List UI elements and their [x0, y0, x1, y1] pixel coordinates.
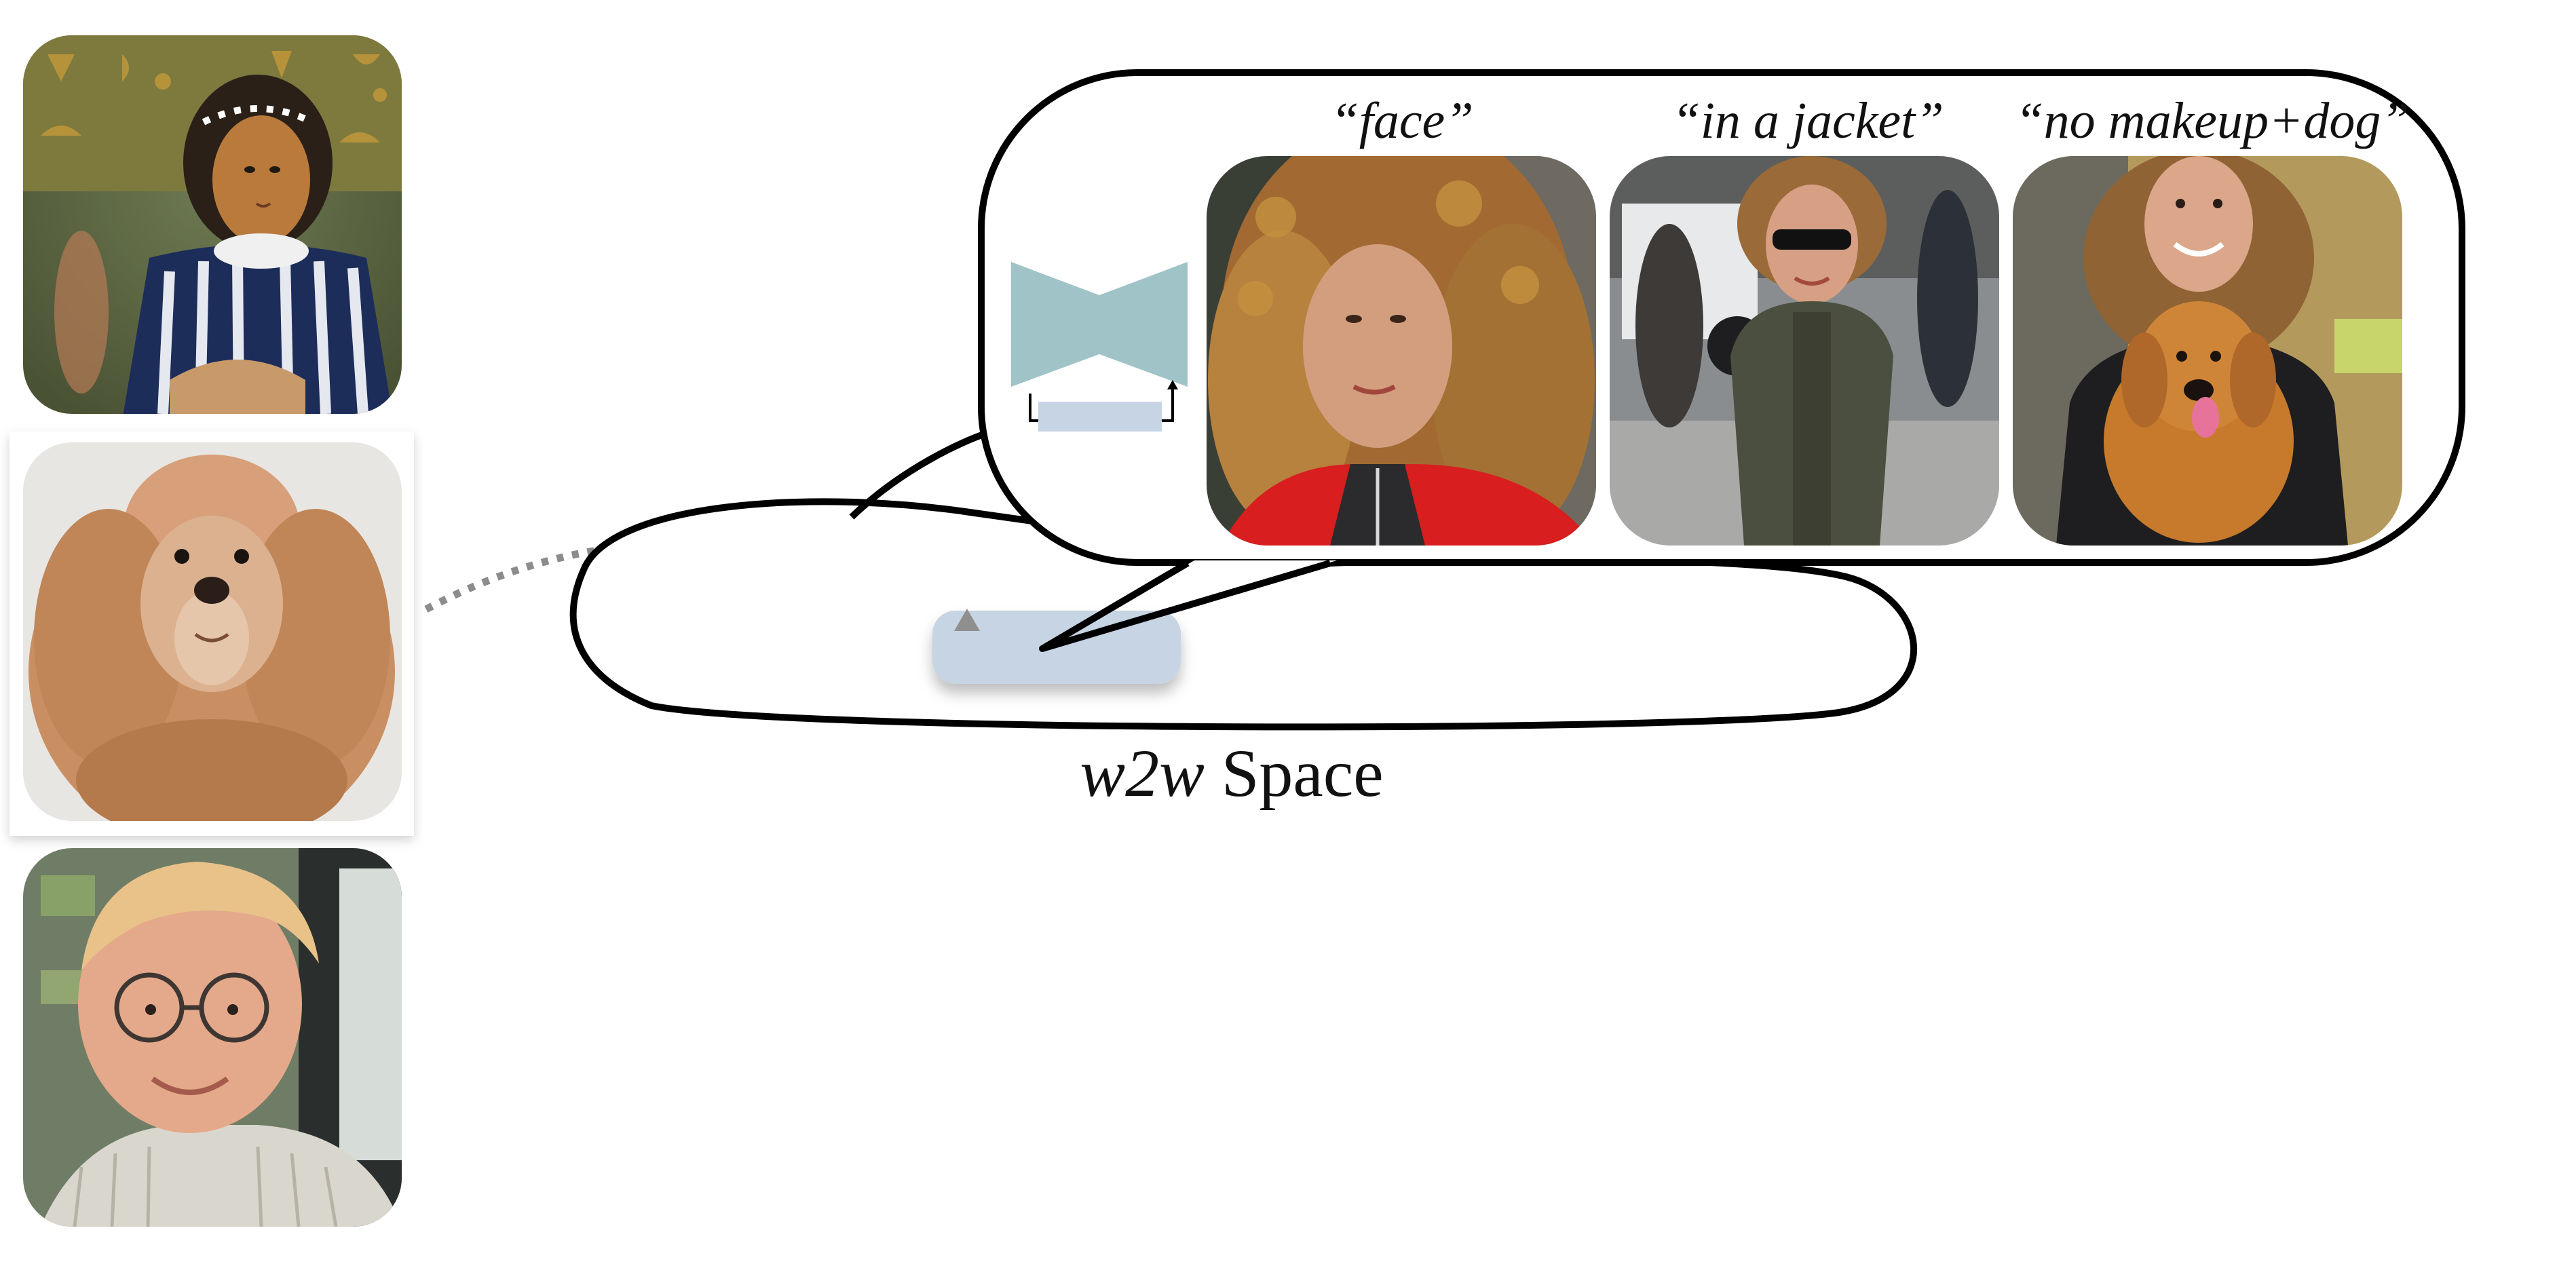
input-image-painting [23, 35, 402, 414]
w2w-space-label: w2w Space [1080, 740, 1383, 807]
input-image-poodle [10, 432, 414, 836]
generated-image-jacket [1610, 156, 1999, 546]
w2w-sample [932, 560, 1331, 684]
w2w-space-cloud [569, 431, 1918, 731]
generated-image-face [1207, 156, 1596, 546]
space-label-italic: w2w [1080, 735, 1205, 811]
sample-marker-icon [954, 609, 980, 631]
caption-face: “face” [1330, 92, 1474, 149]
generated-image-dog [2013, 156, 2402, 546]
input-image-man [23, 848, 402, 1227]
network-icon [1011, 262, 1188, 432]
caption-dog: “no makeup+dog” [2015, 92, 2410, 149]
space-label-plain: Space [1221, 735, 1384, 811]
caption-jacket: “in a jacket” [1671, 92, 1944, 149]
